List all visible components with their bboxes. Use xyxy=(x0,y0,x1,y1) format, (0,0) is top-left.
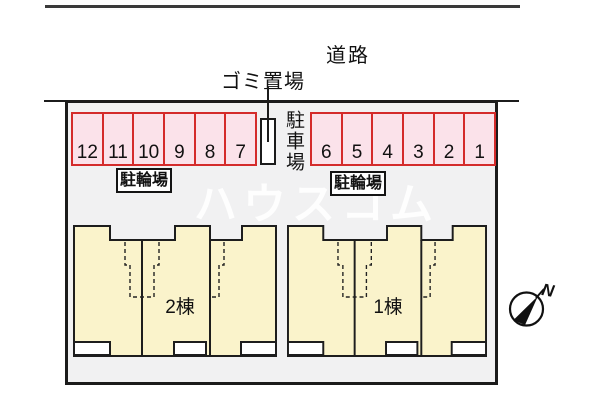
stall-number: 3 xyxy=(413,142,424,163)
parking-stall: 6 xyxy=(312,114,341,164)
building-1: 1棟 xyxy=(287,225,487,357)
building-outline xyxy=(287,225,487,357)
parking-stall: 3 xyxy=(402,114,433,164)
parking-stall-row-right: 6 5 4 3 2 1 xyxy=(310,112,496,166)
stall-number: 1 xyxy=(474,142,485,163)
stall-number: 2 xyxy=(443,142,455,163)
road-edge-line-bottom xyxy=(44,100,519,102)
parking-stall-row-left: 12 11 10 9 8 7 xyxy=(71,112,257,166)
stall-number: 4 xyxy=(382,142,393,163)
entrance-porch xyxy=(73,341,111,356)
bicycle-parking-label-left: 駐輪場 xyxy=(116,168,173,193)
entrance-porch xyxy=(173,341,207,356)
parking-stall: 5 xyxy=(340,114,372,164)
building-2: 2棟 xyxy=(73,225,277,357)
upper-floor-dashed-lines xyxy=(337,242,436,298)
compass-icon: N xyxy=(508,280,556,327)
entrance-porch xyxy=(240,341,277,356)
stall-number: 11 xyxy=(108,142,128,163)
stall-number: 5 xyxy=(351,142,363,163)
parking-stall: 10 xyxy=(132,114,163,164)
building-label: 1棟 xyxy=(373,296,402,317)
parking-stall: 2 xyxy=(432,114,464,164)
building-label: 2棟 xyxy=(165,296,195,318)
garbage-area-label: ゴミ置場 xyxy=(221,71,305,93)
stall-number: 9 xyxy=(174,142,185,163)
car-parking-label: 駐車場 xyxy=(283,110,304,173)
entrance-porch xyxy=(450,341,487,356)
parking-stall: 4 xyxy=(371,114,402,164)
parking-stall: 7 xyxy=(224,114,255,164)
upper-floor-dashed-lines xyxy=(124,242,225,298)
parking-stall: 11 xyxy=(101,114,133,164)
road-edge-line-top xyxy=(45,5,520,8)
building-outline xyxy=(73,225,277,357)
compass-north-label: N xyxy=(540,280,556,301)
watermark-text: ハウスコム xyxy=(194,181,439,229)
garbage-leader-line xyxy=(267,87,269,142)
stall-number: 6 xyxy=(321,142,332,163)
entrance-porch xyxy=(385,341,419,356)
stall-number: 10 xyxy=(138,142,160,163)
entrance-porch xyxy=(287,341,325,356)
parking-stall: 9 xyxy=(163,114,194,164)
parking-stall: 8 xyxy=(193,114,225,164)
compass-needle-tip xyxy=(535,288,545,299)
parking-stall: 12 xyxy=(73,114,102,164)
compass-needle xyxy=(513,296,538,325)
stall-number: 12 xyxy=(76,142,98,163)
stall-number: 7 xyxy=(235,142,246,163)
road-label: 道路 xyxy=(326,45,370,67)
stall-number: 8 xyxy=(204,142,216,163)
parking-stall: 1 xyxy=(463,114,494,164)
bicycle-parking-label-right: 駐輪場 xyxy=(330,171,387,196)
